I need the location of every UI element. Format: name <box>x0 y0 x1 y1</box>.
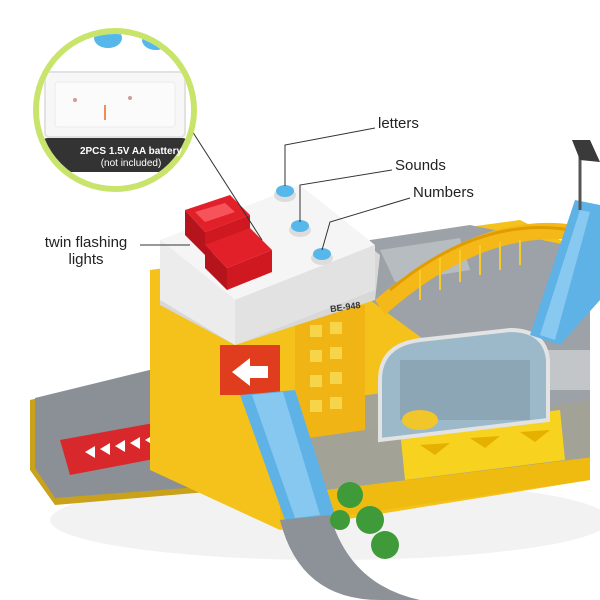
green-bushes <box>330 482 399 559</box>
showroom-window <box>378 327 550 443</box>
sounds-button <box>291 220 309 232</box>
battery-inset <box>33 28 197 192</box>
warning-sign <box>572 140 600 210</box>
letters-button <box>276 185 294 197</box>
right-blue-ramp <box>530 200 600 345</box>
callout-numbers: Numbers <box>413 184 474 201</box>
callout-lines <box>140 119 411 251</box>
yellow-bridge <box>375 222 575 315</box>
battery-note-line2: (not included) <box>100 158 162 169</box>
garage-tower <box>205 305 365 450</box>
bottom-road <box>280 515 420 600</box>
battery-note: 2PCS 1.5V AA battery (not included) <box>56 146 206 170</box>
battery-note-line1: 2PCS 1.5V AA battery <box>79 146 183 157</box>
callout-letters: letters <box>378 115 419 132</box>
red-flashing-lights <box>185 195 272 290</box>
numbers-button <box>313 248 331 260</box>
callout-twin-flashing-lights: twin flashing lights <box>34 234 138 268</box>
callout-twin-line1: twin flashing <box>44 234 128 251</box>
control-buttons <box>274 185 333 265</box>
callout-sounds: Sounds <box>395 157 446 174</box>
yellow-label <box>160 320 178 367</box>
callout-twin-line2: lights <box>68 251 104 268</box>
center-blue-ramp <box>240 390 335 520</box>
